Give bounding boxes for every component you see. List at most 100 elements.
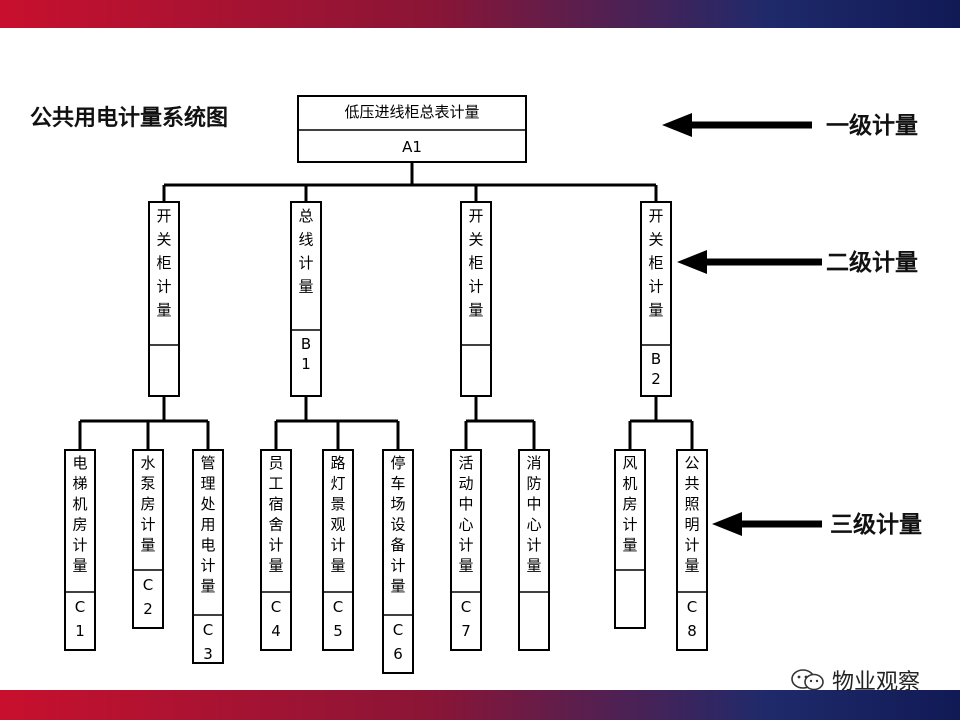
level3-box	[518, 449, 550, 651]
level3-code: 6	[393, 645, 403, 663]
level3-char: 心	[526, 516, 541, 534]
level2-char: 总	[298, 207, 313, 225]
level2-code: 1	[301, 355, 311, 373]
bottom-band	[0, 690, 960, 720]
level3-char: 理	[200, 475, 215, 493]
level2-char: 柜	[156, 254, 171, 272]
level3-code: 3	[203, 645, 213, 663]
level3-char: 中	[458, 495, 473, 513]
level3-code: 7	[461, 622, 471, 640]
level3-code: 1	[75, 622, 85, 640]
level3-char: 路	[330, 454, 345, 472]
level3-char: 设	[390, 516, 405, 534]
level2-char: 开	[468, 207, 483, 225]
level3-box	[450, 449, 482, 651]
level3-char: 心	[458, 516, 473, 534]
level3-char: 计	[140, 516, 155, 534]
wechat-icon	[791, 669, 824, 691]
level3-code: C	[143, 576, 153, 594]
level3-char: 机	[622, 475, 637, 493]
level3-code: C	[393, 621, 403, 639]
level3-char: 水	[140, 454, 155, 472]
level3-code: C	[203, 621, 213, 639]
level3-char: 量	[526, 557, 541, 575]
level3-char: 计	[390, 557, 405, 575]
level3-char: 景	[330, 495, 345, 513]
watermark: 物业观察	[790, 664, 920, 696]
level2-char: 柜	[648, 254, 663, 272]
level3-char: 处	[200, 495, 215, 513]
level2-char: 量	[468, 301, 483, 319]
level2-box-1	[148, 201, 180, 397]
level3-char: 计	[200, 557, 215, 575]
level3-char: 公	[684, 454, 699, 472]
level3-char: 照	[684, 495, 699, 513]
arrow-left-icon	[677, 250, 707, 274]
level3-char: 量	[622, 536, 637, 554]
level3-char: 舍	[268, 516, 283, 534]
level2-char: 量	[648, 301, 663, 319]
level3-char: 房	[140, 495, 155, 513]
level3-char: 房	[72, 516, 87, 534]
level2-char: 计	[468, 278, 483, 296]
level2-char: 柜	[468, 254, 483, 272]
level3-char: 房	[622, 495, 637, 513]
level3-char: 消	[526, 454, 541, 472]
level-label-2: 二级计量	[826, 249, 918, 276]
level2-code: B	[651, 350, 661, 368]
level-label-1: 一级计量	[826, 112, 918, 139]
level3-char: 计	[684, 536, 699, 554]
level3-char: 观	[330, 516, 345, 534]
level3-char: 备	[390, 536, 405, 554]
arrow-left-icon	[662, 113, 692, 137]
root-code: A1	[402, 138, 422, 156]
level3-char: 防	[526, 475, 541, 493]
level3-char: 量	[390, 577, 405, 595]
level3-char: 灯	[330, 475, 345, 493]
level2-box-4	[640, 201, 672, 397]
level2-char: 关	[156, 231, 171, 249]
page-title: 公共用电计量系统图	[30, 105, 229, 131]
level3-char: 计	[72, 536, 87, 554]
level3-code: 5	[333, 622, 343, 640]
level3-char: 车	[390, 475, 405, 493]
level3-char: 量	[268, 557, 283, 575]
level3-box	[192, 449, 224, 664]
level3-code: C	[333, 598, 343, 616]
level2-char: 开	[156, 207, 171, 225]
level2-char: 计	[648, 278, 663, 296]
level3-char: 停	[390, 454, 405, 472]
level3-char: 计	[622, 516, 637, 534]
level3-char: 量	[330, 557, 345, 575]
level3-char: 活	[458, 454, 473, 472]
level3-char: 明	[684, 516, 699, 534]
level3-code: C	[461, 598, 471, 616]
level3-box	[64, 449, 96, 651]
level3-char: 计	[330, 536, 345, 554]
level3-char: 员	[268, 454, 283, 472]
level3-char: 量	[200, 577, 215, 595]
arrow-left-icon	[712, 512, 742, 536]
level3-box	[614, 449, 646, 629]
level3-box	[132, 449, 164, 629]
level3-code: 4	[271, 622, 281, 640]
level3-char: 电	[200, 536, 215, 554]
level3-char: 用	[200, 516, 215, 534]
level3-char: 泵	[140, 475, 155, 493]
level-label-3: 三级计量	[830, 511, 922, 538]
level3-char: 管	[200, 454, 215, 472]
level2-char: 量	[298, 278, 313, 296]
level3-char: 中	[526, 495, 541, 513]
level2-char: 计	[156, 278, 171, 296]
level2-char: 关	[648, 231, 663, 249]
level3-code: 8	[687, 622, 697, 640]
level2-char: 计	[298, 254, 313, 272]
level3-char: 工	[268, 475, 283, 493]
level3-char: 宿	[268, 495, 283, 513]
level3-box	[260, 449, 292, 651]
level3-code: C	[271, 598, 281, 616]
level3-char: 计	[268, 536, 283, 554]
root-label: 低压进线柜总表计量	[344, 103, 479, 121]
top-band	[0, 0, 960, 28]
